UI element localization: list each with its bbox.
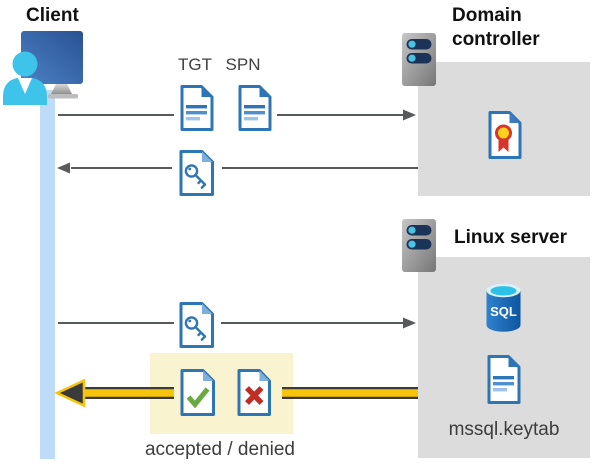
monitor-icon: [21, 31, 83, 84]
arrow-client-to-linux: [58, 317, 416, 329]
arrow-dc-to-client: [57, 162, 418, 174]
keytab-document-icon: [485, 354, 522, 405]
spn-document-icon: [236, 84, 273, 132]
client-label: Client: [26, 5, 79, 26]
key-document-icon-top: [177, 149, 216, 197]
sql-text: SQL: [490, 304, 517, 319]
monitor-stand: [51, 84, 72, 94]
key-document-icon-bottom: [177, 301, 216, 349]
client-timeline-bar: [40, 90, 55, 459]
client-workstation-icon: [0, 25, 100, 105]
tgt-document-icon: [178, 84, 215, 132]
spn-label: SPN: [225, 55, 261, 74]
person-head: [12, 51, 38, 77]
x-document-icon: [235, 368, 273, 417]
certificate-icon: [486, 110, 523, 160]
dc-server-icon: [401, 32, 437, 87]
accepted-denied-label: accepted / denied: [144, 439, 295, 460]
tgt-label: TGT: [178, 55, 212, 74]
domain-controller-label: Domain controller: [452, 5, 540, 50]
sql-database-icon: SQL: [485, 281, 522, 334]
keytab-label: mssql.keytab: [448, 419, 560, 440]
check-document-icon: [178, 368, 217, 417]
linux-server-label: Linux server: [454, 227, 567, 248]
linux-server-icon: [401, 218, 437, 273]
